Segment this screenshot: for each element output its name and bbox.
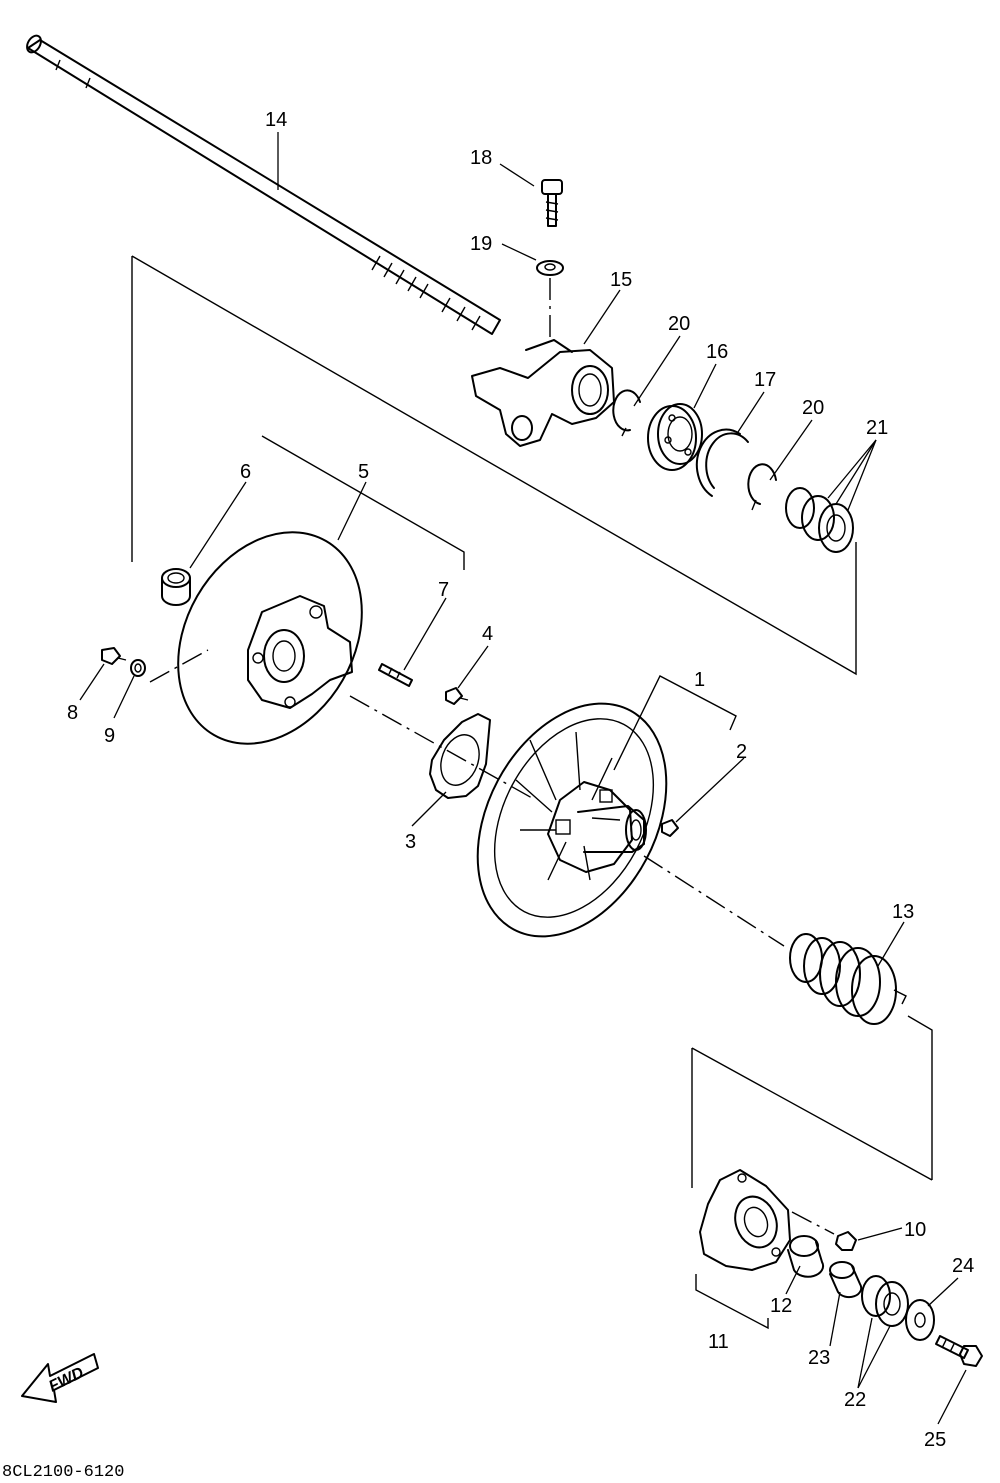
collars-part-21 (785, 487, 854, 553)
axis-line-center (349, 695, 533, 799)
assembly-frame-part-11 (695, 1274, 769, 1330)
callout-18: 18 (470, 147, 492, 169)
sheave-part-1 (476, 702, 668, 938)
collars-part-22 (861, 1275, 909, 1327)
bearing-part-16 (647, 403, 703, 471)
bolt-part-18 (541, 179, 563, 227)
bushing-part-23 (829, 1261, 863, 1299)
assembly-frame-part-1 (613, 675, 737, 771)
circlip-part-20-upper (612, 389, 641, 437)
callout-5: 5 (358, 461, 369, 483)
washer-part-9 (130, 659, 146, 677)
screw-part-2 (661, 819, 679, 837)
callout-13: 13 (892, 901, 914, 923)
callout-11: 11 (708, 1331, 729, 1353)
snap-ring-part-17 (695, 428, 749, 497)
callout-1: 1 (694, 669, 705, 691)
assembly-frame-lower (691, 1015, 933, 1188)
callout-23: 23 (808, 1347, 830, 1369)
pin-part-7 (378, 663, 413, 687)
circlip-part-20-lower (747, 463, 777, 511)
drawing-code: 8CL2100-6120 (2, 1463, 124, 1482)
assembly-frame-upper (131, 255, 857, 676)
callout-22: 22 (844, 1389, 866, 1411)
callout-17: 17 (754, 369, 776, 391)
washer-part-24 (905, 1299, 935, 1341)
callout-15: 15 (610, 269, 632, 291)
callout-16: 16 (706, 341, 728, 363)
cover-part-11 (699, 1169, 791, 1271)
sheave-part-5 (177, 531, 363, 745)
assembly-frame-sheave (261, 435, 465, 570)
spring-part-13 (789, 933, 907, 1025)
callout-25: 25 (924, 1429, 946, 1451)
callout-8: 8 (67, 702, 78, 724)
callout-20-upper: 20 (668, 313, 690, 335)
callout-21: 21 (866, 417, 888, 439)
callout-3: 3 (405, 831, 416, 853)
leader-lines (79, 132, 967, 1425)
callout-20-lower: 20 (802, 397, 824, 419)
shaft-part-14 (26, 34, 501, 335)
bushing-part-6 (161, 568, 191, 606)
bracket-part-15 (471, 339, 615, 447)
screw-part-4 (445, 687, 469, 705)
callout-4: 4 (482, 623, 493, 645)
axis-line-right (643, 855, 785, 947)
callout-6: 6 (240, 461, 251, 483)
callout-24: 24 (952, 1255, 974, 1277)
washer-part-19 (536, 260, 564, 340)
callout-labels: 1 2 3 4 5 6 7 8 9 10 11 12 13 14 15 16 1… (67, 109, 974, 1451)
callout-9: 9 (104, 725, 115, 747)
callout-14: 14 (265, 109, 287, 131)
callout-7: 7 (438, 579, 449, 601)
nut-part-10 (791, 1211, 857, 1251)
bolt-part-25 (935, 1335, 983, 1367)
callout-19: 19 (470, 233, 492, 255)
fwd-arrow-icon: FWD (21, 1353, 99, 1403)
gasket-part-3 (429, 713, 491, 799)
fwd-label: FWD (46, 1364, 87, 1395)
bolt-part-8 (101, 647, 127, 665)
callout-12: 12 (770, 1295, 792, 1317)
callout-10: 10 (904, 1219, 926, 1241)
callout-2: 2 (736, 741, 747, 763)
collar-part-12 (787, 1235, 825, 1278)
axis-line-left (149, 649, 209, 683)
